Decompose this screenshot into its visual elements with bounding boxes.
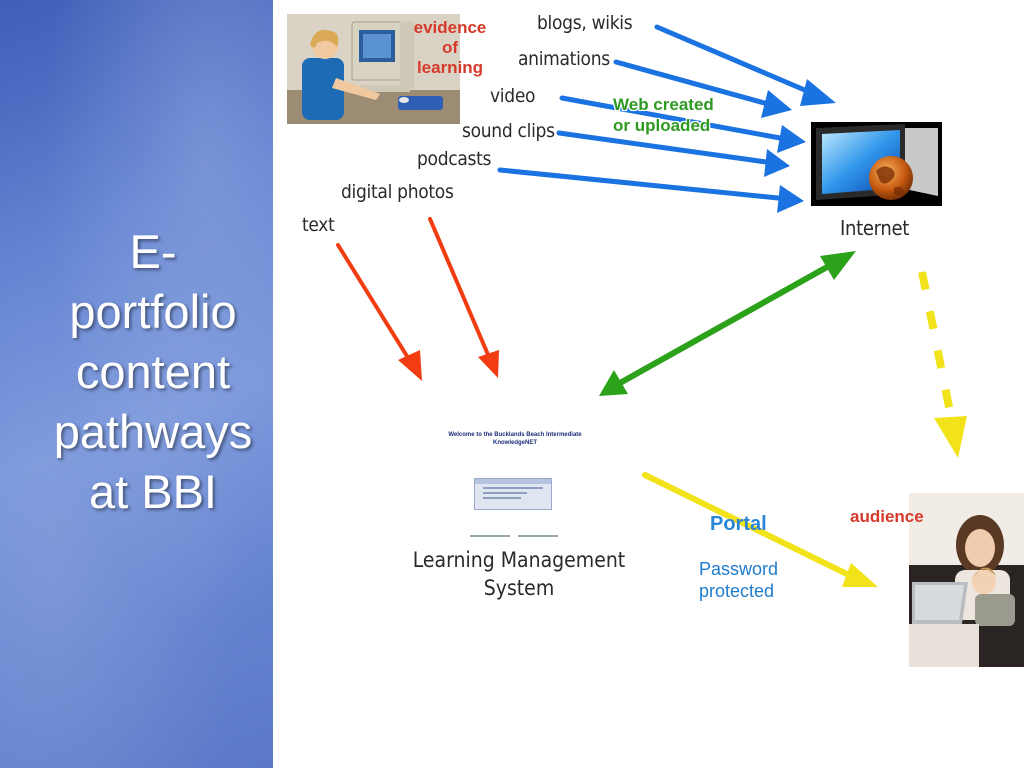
slide-title: E- portfolio content pathways at BBI bbox=[0, 222, 306, 522]
arrow-animations-to-internet bbox=[613, 59, 771, 107]
portal-label: Portal bbox=[710, 513, 767, 535]
arrow-head bbox=[777, 185, 804, 213]
arrow-head bbox=[934, 416, 967, 458]
arrow-podcasts-to-internet bbox=[497, 167, 781, 201]
red-arrows bbox=[336, 217, 499, 381]
monitor-globe-icon bbox=[811, 122, 942, 206]
web-line: or uploaded bbox=[613, 116, 711, 135]
arrow-text-to-lms bbox=[336, 243, 412, 363]
password-line: protected bbox=[699, 581, 775, 601]
arrow-head bbox=[398, 350, 422, 381]
student-computer-photo bbox=[287, 14, 460, 124]
evidence-line: of bbox=[441, 38, 459, 57]
title-line: pathways bbox=[53, 405, 253, 458]
lms-welcome-line: Welcome to the Bucklands Beach Intermedi… bbox=[448, 432, 582, 438]
lms-footer-logo bbox=[470, 535, 510, 537]
yellow-dashed-arrow bbox=[918, 271, 967, 458]
title-line: at BBI bbox=[88, 465, 217, 518]
lms-login-screenshot: Welcome to the Bucklands Beach Intermedi… bbox=[430, 425, 600, 555]
evidence-line: evidence bbox=[413, 18, 487, 37]
green-double-arrow bbox=[599, 251, 856, 396]
lms-welcome-text: Welcome to the Bucklands Beach Intermedi… bbox=[430, 431, 600, 447]
arrow-blogs-to-internet bbox=[654, 24, 817, 97]
arrow-head bbox=[820, 251, 856, 280]
side-panel bbox=[0, 0, 273, 768]
arrow-head bbox=[478, 350, 499, 378]
content-type-digital-photos: digital photos bbox=[341, 181, 454, 203]
content-type-animations: animations bbox=[518, 48, 610, 70]
arrow-head bbox=[761, 90, 792, 118]
internet-label: Internet bbox=[840, 216, 910, 240]
content-type-video: video bbox=[490, 85, 536, 107]
arrow-head bbox=[599, 370, 628, 396]
lms-label: Learning Management System bbox=[396, 546, 642, 602]
audience-label: audience bbox=[850, 507, 924, 526]
arrow-video-to-internet bbox=[559, 95, 783, 141]
arrow-head bbox=[842, 563, 878, 587]
content-type-sound-clips: sound clips bbox=[462, 120, 555, 142]
lms-welcome-line: KnowledgeNET bbox=[492, 440, 537, 446]
arrow-head bbox=[764, 149, 790, 177]
woman-child-laptop-photo bbox=[909, 493, 1024, 667]
web-line: Web created bbox=[613, 95, 714, 114]
content-type-podcasts: podcasts bbox=[417, 148, 492, 170]
arrow-head bbox=[800, 79, 836, 106]
title-line: portfolio bbox=[69, 285, 237, 338]
content-type-blogs-wikis: blogs, wikis bbox=[537, 12, 633, 34]
lms-line: Learning Management bbox=[412, 548, 626, 572]
arrow-soundclips-to-internet bbox=[556, 130, 769, 165]
lms-line: System bbox=[483, 576, 555, 600]
evidence-line: learning bbox=[416, 58, 484, 77]
title-line: E- bbox=[129, 225, 177, 278]
password-protected-label: Password protected bbox=[699, 558, 778, 602]
evidence-of-learning-label: evidence of learning bbox=[410, 18, 490, 78]
password-line: Password bbox=[699, 559, 779, 579]
arrow-head bbox=[777, 125, 806, 153]
lms-footer-logo bbox=[518, 535, 558, 537]
content-type-text: text bbox=[302, 214, 335, 236]
yellow-arrow bbox=[642, 472, 878, 587]
title-line: content bbox=[75, 345, 231, 398]
lms-login-box bbox=[474, 478, 552, 510]
web-created-label: Web created or uploaded bbox=[613, 94, 714, 136]
blue-arrows bbox=[497, 24, 836, 213]
arrow-photos-to-lms bbox=[428, 217, 491, 359]
